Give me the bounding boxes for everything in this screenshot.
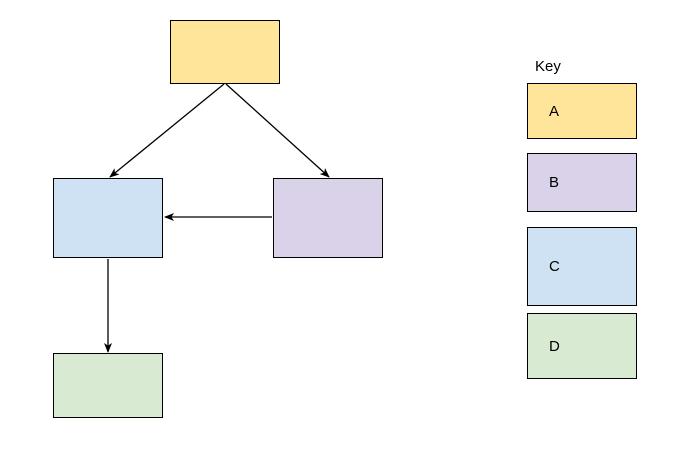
key-item-c-label: C [549, 258, 560, 275]
key-item-b[interactable]: B [527, 153, 637, 212]
key-item-d[interactable]: D [527, 313, 637, 379]
key-item-d-label: D [549, 337, 560, 355]
key-item-a[interactable]: A [527, 83, 637, 139]
node-a[interactable] [170, 20, 280, 84]
key-title: Key [535, 58, 561, 75]
node-b[interactable] [273, 178, 383, 258]
node-c[interactable] [53, 178, 163, 258]
key-item-b-label: B [549, 174, 560, 191]
node-a-label [171, 21, 279, 83]
node-d[interactable] [53, 353, 163, 418]
edge-a-to-c [109, 83, 225, 178]
edge-a-to-b [225, 83, 330, 178]
node-b-label [274, 179, 382, 257]
key-item-c[interactable]: C [527, 227, 637, 306]
node-c-label [54, 179, 162, 257]
key-item-a-label: A [549, 102, 560, 120]
node-d-label [54, 354, 162, 417]
